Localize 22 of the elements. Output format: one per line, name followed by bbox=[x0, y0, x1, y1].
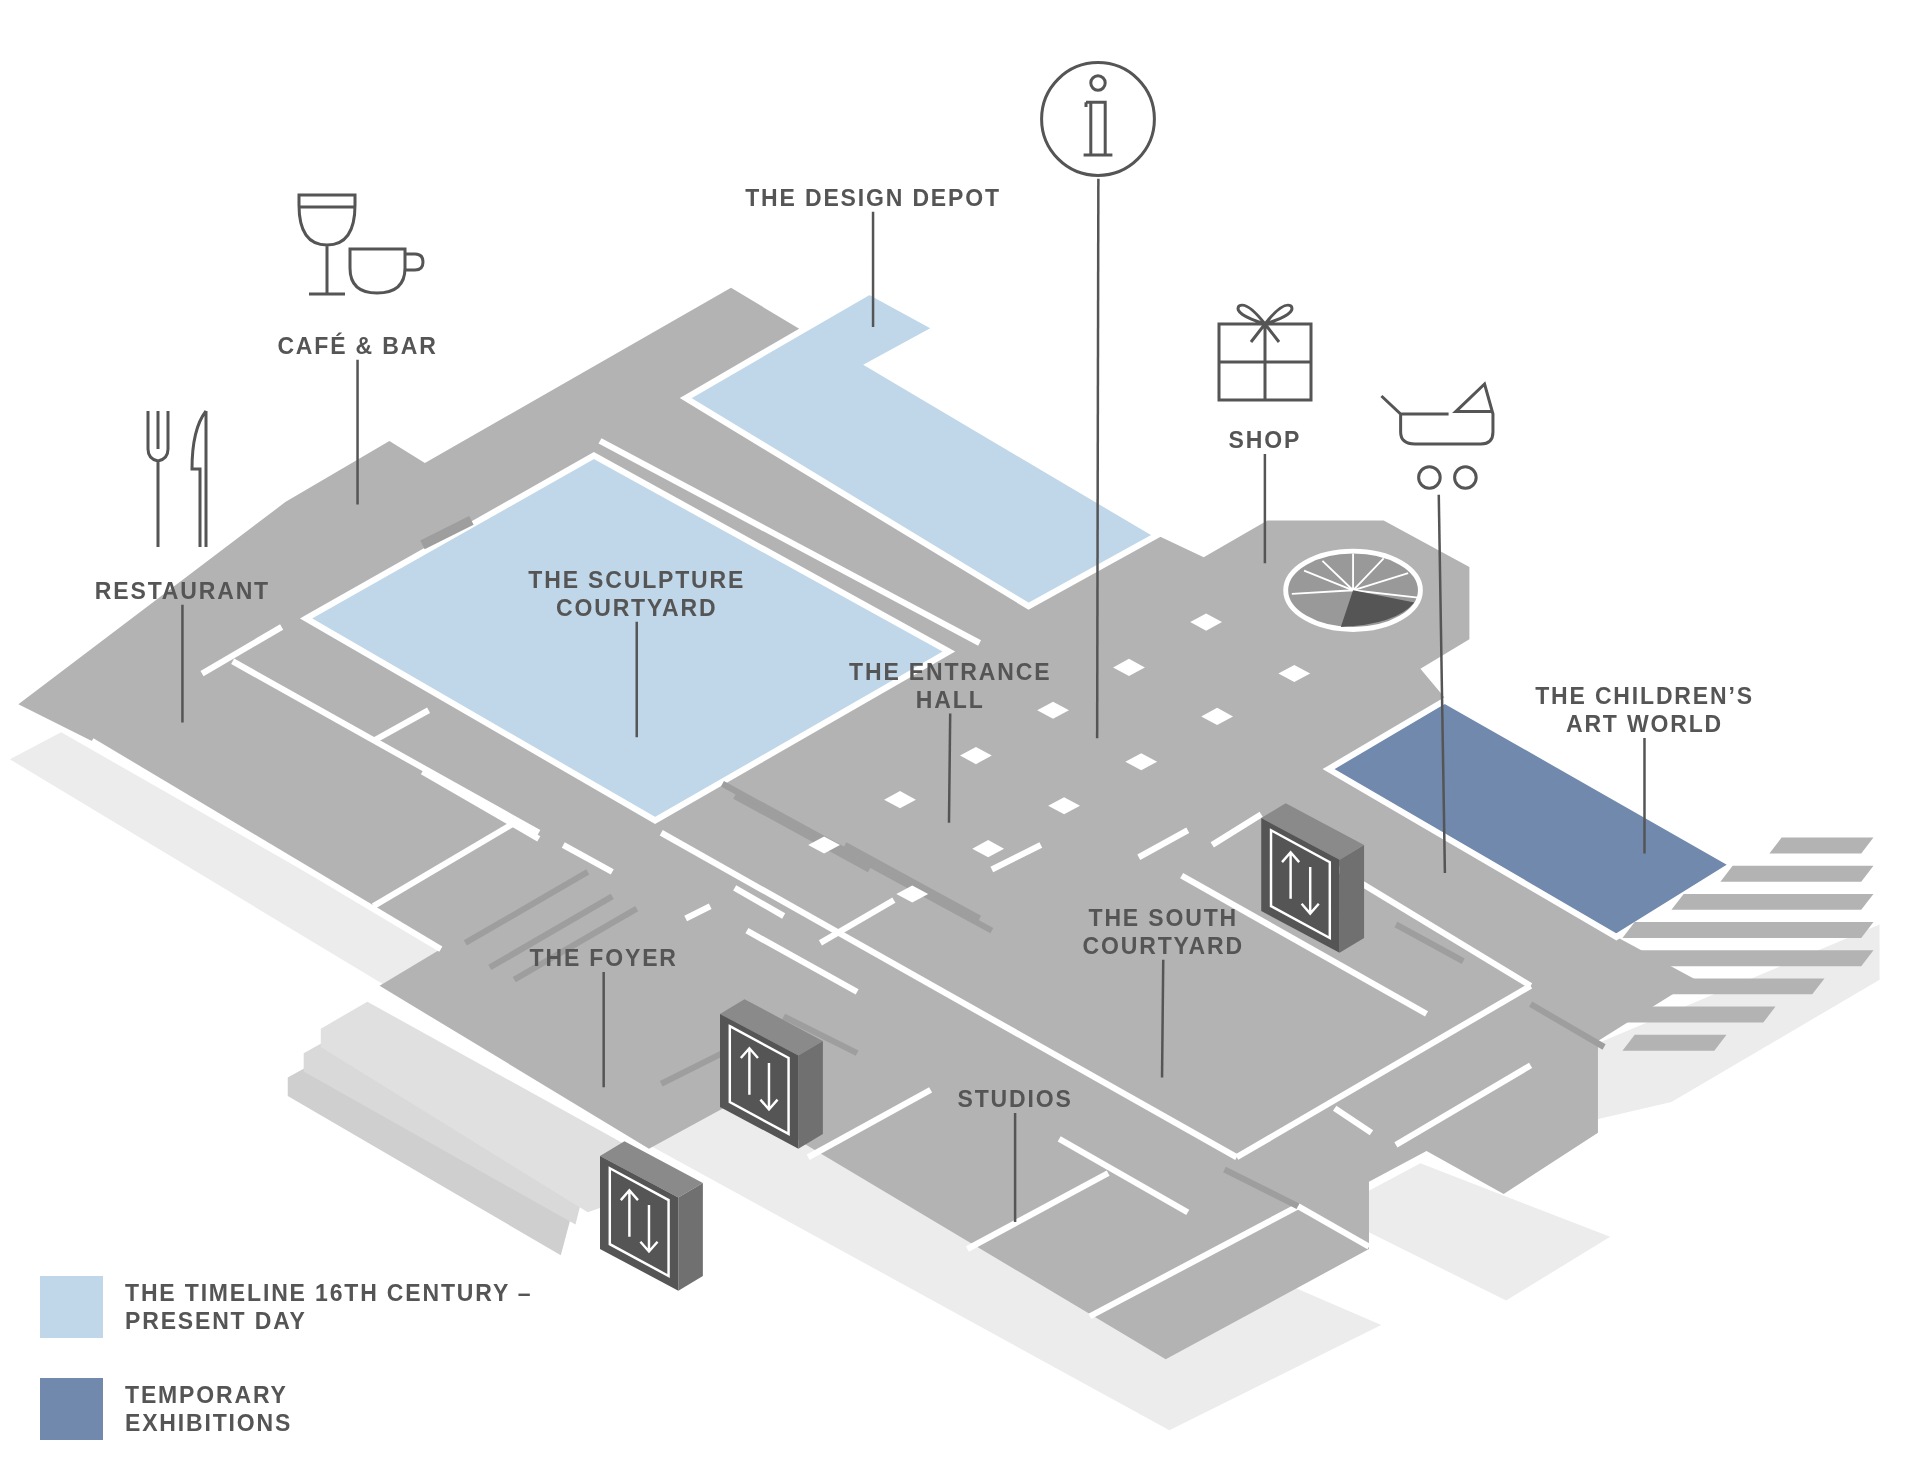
leader-line bbox=[1160, 959, 1165, 1078]
leader-line bbox=[947, 713, 952, 823]
area-label: THE DESIGN DEPOT bbox=[745, 183, 1001, 212]
leader-line bbox=[1095, 178, 1100, 739]
legend-label: TEMPORARY EXHIBITIONS bbox=[125, 1381, 294, 1437]
leader-line bbox=[181, 604, 184, 723]
legend-label: THE TIMELINE 16TH CENTURY – PRESENT DAY bbox=[125, 1279, 534, 1335]
leader-line bbox=[1263, 454, 1267, 564]
area-label: THE SOUTH COURTYARD bbox=[1081, 903, 1245, 960]
area-label: SHOP bbox=[1228, 426, 1302, 455]
leader-line bbox=[635, 621, 638, 738]
area-label: CAFÉ & BAR bbox=[277, 331, 438, 360]
area-label: THE SCULPTURE COURTYARD bbox=[527, 565, 747, 622]
leader-line bbox=[1013, 1112, 1017, 1223]
area-label: THE CHILDREN’S ART WORLD bbox=[1534, 682, 1755, 739]
leader-line bbox=[871, 211, 875, 327]
leader-line bbox=[356, 359, 359, 505]
area-label: STUDIOS bbox=[957, 1084, 1073, 1113]
area-label: THE FOYER bbox=[529, 944, 678, 973]
leader-line bbox=[1437, 494, 1447, 874]
leader-line bbox=[602, 972, 605, 1088]
leader-line bbox=[1643, 738, 1646, 854]
